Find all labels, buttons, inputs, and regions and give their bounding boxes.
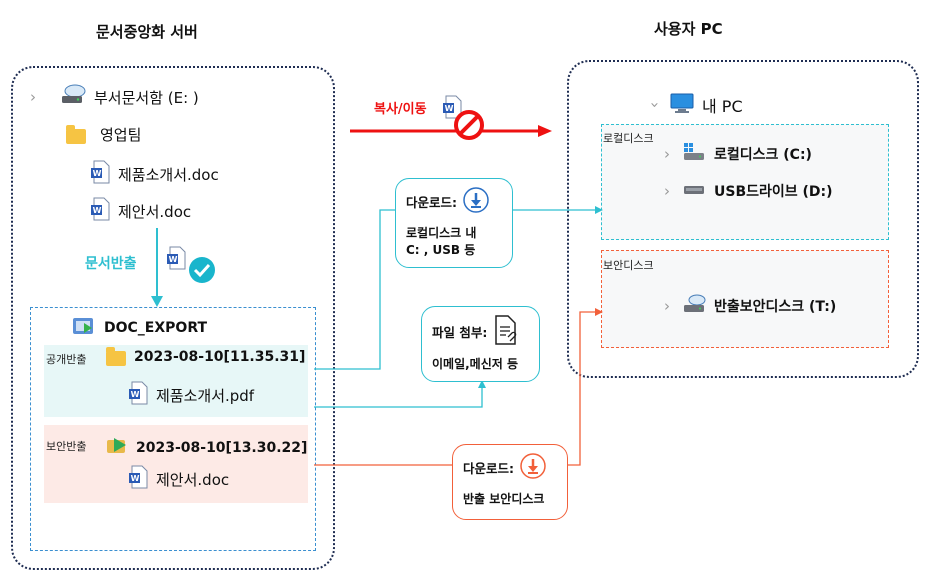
- public-folder-label: 2023-08-10[11.35.31]: [134, 349, 306, 365]
- chevron-right-icon: ›: [664, 145, 670, 163]
- public-export-zone: [44, 345, 308, 417]
- attach-head: 파일 첨부:: [432, 325, 488, 340]
- word-doc-icon: W: [166, 246, 186, 274]
- public-folder-item[interactable]: 2023-08-10[11.35.31]: [106, 347, 306, 366]
- check-badge-icon: [188, 256, 216, 288]
- export-root-item[interactable]: DOC_EXPORT: [72, 315, 207, 341]
- word-doc-icon: W: [128, 465, 148, 493]
- secure-disk-zone-label: 보안디스크: [603, 259, 654, 272]
- team-folder-item[interactable]: 영업팀: [66, 124, 141, 145]
- server-panel: [11, 66, 335, 570]
- server-file-label: 제품소개서.doc: [118, 165, 219, 184]
- download-secure-bubble: 다운로드: 반출 보안디스크: [452, 444, 568, 520]
- secure-drive-item[interactable]: › 반출보안디스크 (T:): [660, 293, 836, 319]
- secure-zone-label: 보안반출: [46, 440, 87, 453]
- secure-file-label: 제안서.doc: [156, 470, 230, 489]
- attach-line1: 이메일,메신저 등: [432, 357, 519, 371]
- svg-text:W: W: [445, 104, 454, 113]
- secure-folder-label: 2023-08-10[13.30.22]: [136, 440, 308, 456]
- local-zone-label: 로컬디스크: [603, 132, 654, 145]
- folder-icon: [66, 124, 86, 144]
- svg-text:W: W: [131, 390, 140, 399]
- attach-document-icon: [493, 315, 517, 348]
- no-entry-icon: [453, 109, 485, 145]
- secure-folder-icon: [106, 436, 128, 460]
- secure-folder-item[interactable]: 2023-08-10[13.30.22]: [106, 436, 307, 460]
- download-local-line2: C: , USB 등: [406, 243, 476, 257]
- chevron-right-icon: ›: [664, 182, 670, 200]
- download-local-bubble: 다운로드: 로컬디스크 내 C: , USB 등: [395, 178, 513, 268]
- secure-export-zone: [44, 425, 308, 503]
- secure-download-arrowhead: [595, 308, 603, 316]
- server-icon: [60, 84, 86, 110]
- local-disk-zone: [601, 124, 889, 240]
- svg-text:W: W: [131, 474, 140, 483]
- usb-drive-item[interactable]: › USB드라이브 (D:): [660, 179, 833, 203]
- download-local-line1: 로컬디스크 내: [406, 226, 477, 240]
- svg-text:W: W: [93, 206, 102, 215]
- monitor-icon: [670, 92, 694, 118]
- copy-move-label: 복사/이동: [374, 102, 427, 117]
- pc-title: 사용자 PC: [654, 20, 723, 38]
- export-folder-icon: [72, 315, 96, 341]
- download-local-head: 다운로드:: [406, 195, 457, 210]
- word-doc-icon: W: [128, 381, 148, 409]
- chevron-right-icon: ›: [664, 297, 670, 315]
- public-file-item[interactable]: W 제품소개서.pdf: [128, 381, 254, 409]
- export-arrow: [151, 228, 163, 307]
- download-icon: [463, 187, 489, 216]
- export-container: [30, 307, 316, 551]
- export-arrow-label: 문서반출: [85, 256, 137, 272]
- secure-download-connector-up: [568, 311, 598, 466]
- word-doc-icon: W: [442, 95, 462, 123]
- server-file-item[interactable]: W 제품소개서.doc: [90, 160, 219, 188]
- local-disk-icon: [682, 142, 706, 166]
- secure-drive-icon: [682, 293, 706, 319]
- folder-icon: [106, 347, 126, 366]
- word-doc-icon: W: [90, 197, 110, 225]
- download-icon: [520, 453, 546, 482]
- download-secure-head: 다운로드:: [463, 461, 514, 476]
- public-download-connector: [314, 209, 598, 370]
- local-drive-item[interactable]: › 로컬디스크 (C:): [660, 142, 812, 166]
- svg-text:W: W: [93, 169, 102, 178]
- public-zone-label: 공개반출: [46, 353, 87, 366]
- public-download-arrowhead: [595, 206, 603, 214]
- download-secure-line1: 반출 보안디스크: [463, 492, 545, 506]
- attach-bubble: 파일 첨부: 이메일,메신저 등: [421, 306, 540, 382]
- server-file-item[interactable]: W 제안서.doc: [90, 197, 191, 225]
- local-drive-label: 로컬디스크 (C:): [714, 147, 812, 163]
- server-title: 문서중앙화 서버: [96, 23, 198, 41]
- export-root-label: DOC_EXPORT: [104, 320, 208, 336]
- pc-panel: [567, 60, 919, 378]
- usb-drive-icon: [682, 179, 706, 203]
- server-drive-item[interactable]: › 부서문서함 (E: ): [26, 84, 199, 110]
- secure-drive-label: 반출보안디스크 (T:): [714, 299, 837, 315]
- word-doc-icon: W: [90, 160, 110, 188]
- my-pc-item[interactable]: › 내 PC: [646, 92, 743, 118]
- chevron-right-icon: ›: [30, 88, 36, 106]
- usb-drive-label: USB드라이브 (D:): [714, 184, 833, 200]
- secure-file-item[interactable]: W 제안서.doc: [128, 465, 229, 493]
- copy-move-arrow: [350, 125, 552, 137]
- team-folder-label: 영업팀: [100, 126, 142, 144]
- secure-disk-zone: [601, 250, 889, 348]
- svg-text:W: W: [169, 255, 178, 264]
- attach-arrowhead: [478, 380, 486, 388]
- server-drive-label: 부서문서함 (E: ): [94, 88, 199, 107]
- public-file-label: 제품소개서.pdf: [156, 386, 255, 405]
- server-file-label: 제안서.doc: [118, 202, 192, 221]
- attach-connector: [314, 385, 483, 408]
- my-pc-label: 내 PC: [702, 97, 743, 116]
